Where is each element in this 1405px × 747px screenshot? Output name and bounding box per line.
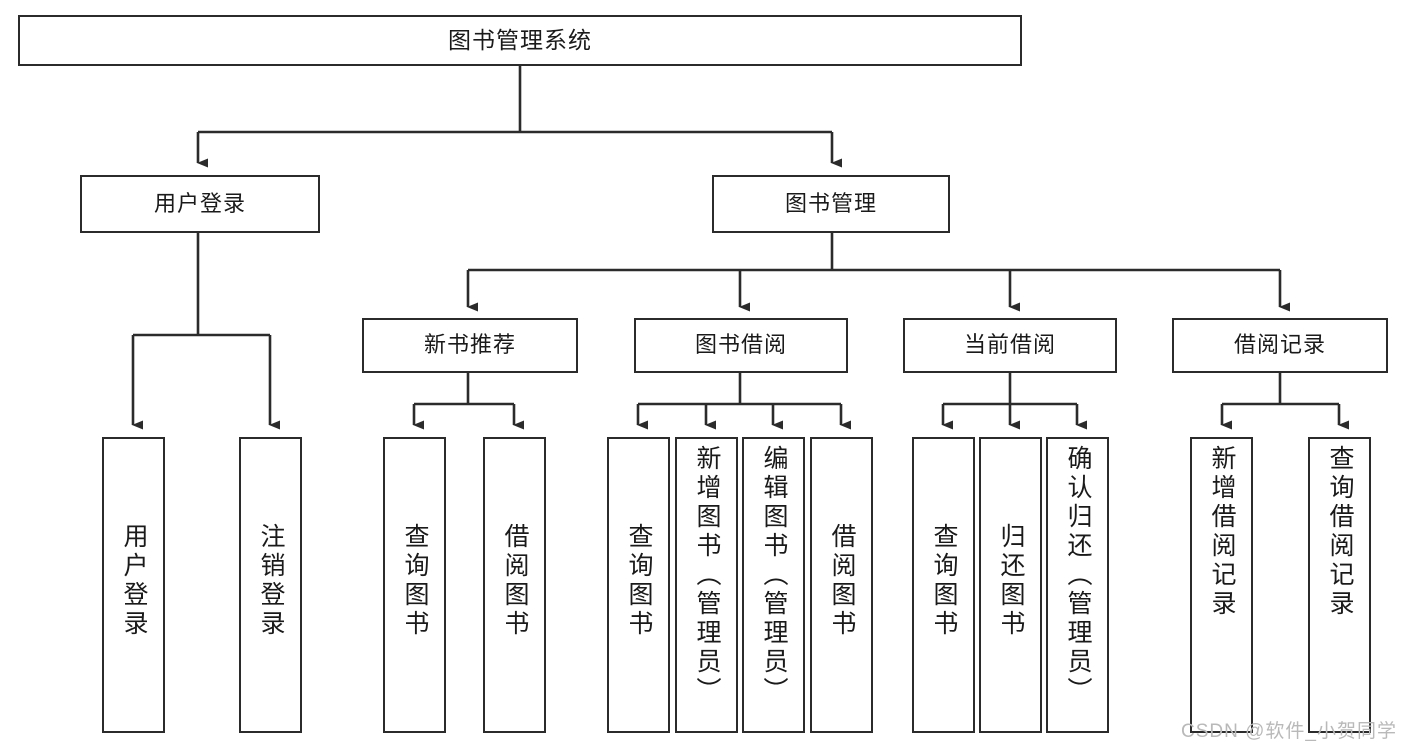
node-leaf-query-book-borrow[interactable]: 查询图书 [607,437,670,733]
node-book-borrow[interactable]: 图书借阅 [634,318,848,373]
node-leaf-query-book-borrow-label: 查询图书 [625,523,653,639]
node-leaf-borrow-book-rec-label: 借阅图书 [501,523,529,639]
node-root-label: 图书管理系统 [448,26,592,53]
node-current-borrow-label: 当前借阅 [963,332,1056,358]
node-user-login-label: 用户登录 [153,190,246,216]
node-book-management[interactable]: 图书管理 [712,175,950,233]
node-leaf-borrow-book-rec[interactable]: 借阅图书 [483,437,546,733]
node-leaf-user-logout[interactable]: 注销登录 [239,437,302,733]
node-leaf-edit-book-admin[interactable]: 编辑图书（管理员） [742,437,805,733]
node-borrow-record[interactable]: 借阅记录 [1172,318,1388,373]
node-book-borrow-label: 图书借阅 [694,332,787,358]
node-leaf-add-book-admin[interactable]: 新增图书（管理员） [675,437,738,733]
node-leaf-add-borrow-record-label: 新增借阅记录 [1208,445,1236,619]
node-new-book-recommend[interactable]: 新书推荐 [362,318,578,373]
node-leaf-query-borrow-record-label: 查询借阅记录 [1326,445,1354,619]
node-leaf-return-book[interactable]: 归还图书 [979,437,1042,733]
node-leaf-confirm-return-admin-label: 确认归还（管理员） [1064,445,1092,706]
node-leaf-borrow-book[interactable]: 借阅图书 [810,437,873,733]
node-user-login[interactable]: 用户登录 [80,175,320,233]
node-leaf-return-book-label: 归还图书 [997,523,1025,639]
node-leaf-query-book-current[interactable]: 查询图书 [912,437,975,733]
node-book-management-label: 图书管理 [784,190,877,216]
node-borrow-record-label: 借阅记录 [1233,332,1326,358]
node-leaf-borrow-book-label: 借阅图书 [828,523,856,639]
node-leaf-query-book-rec[interactable]: 查询图书 [383,437,446,733]
node-leaf-add-borrow-record[interactable]: 新增借阅记录 [1190,437,1253,733]
node-leaf-user-login[interactable]: 用户登录 [102,437,165,733]
node-leaf-query-book-rec-label: 查询图书 [401,523,429,639]
node-leaf-user-login-label: 用户登录 [120,523,148,639]
node-current-borrow[interactable]: 当前借阅 [903,318,1117,373]
node-leaf-edit-book-admin-label: 编辑图书（管理员） [760,445,788,706]
node-leaf-confirm-return-admin[interactable]: 确认归还（管理员） [1046,437,1109,733]
node-leaf-user-logout-label: 注销登录 [257,523,285,639]
node-leaf-query-book-current-label: 查询图书 [930,523,958,639]
csdn-watermark: CSDN @软件_小贺同学 [1181,721,1397,742]
node-new-book-recommend-label: 新书推荐 [423,332,516,358]
node-leaf-query-borrow-record[interactable]: 查询借阅记录 [1308,437,1371,733]
node-leaf-add-book-admin-label: 新增图书（管理员） [693,445,721,706]
node-root[interactable]: 图书管理系统 [18,15,1022,66]
